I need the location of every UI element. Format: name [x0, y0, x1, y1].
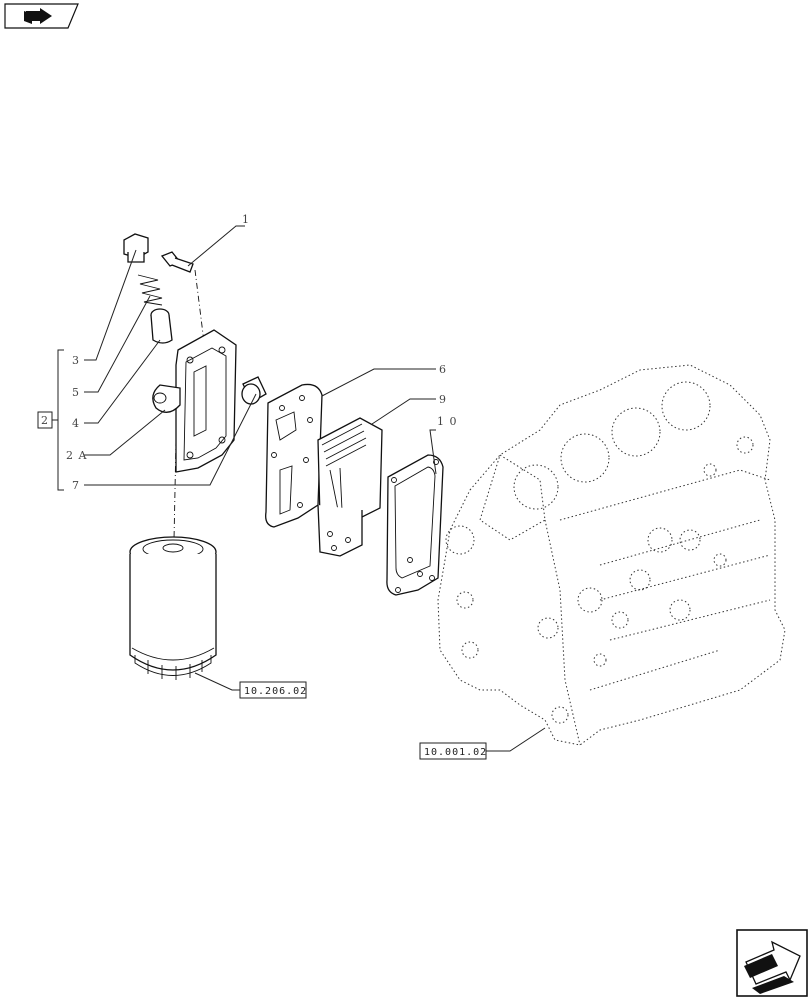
- oil-cooler-drawing: [317, 417, 383, 557]
- engine-block-reference[interactable]: 10.001.02: [419, 742, 487, 760]
- callout-5[interactable]: 5: [72, 386, 80, 399]
- book-arrow-icon[interactable]: [4, 3, 79, 29]
- leader-lines: [52, 225, 546, 752]
- spring-part: [137, 274, 163, 306]
- group-label-box[interactable]: 2: [37, 411, 53, 429]
- callout-2a[interactable]: 2 A: [66, 449, 87, 462]
- oil-filter-drawing: [129, 536, 217, 680]
- oil-filter-reference-label: 10.206.02: [244, 686, 307, 697]
- cooler-housing-drawing: [152, 329, 237, 473]
- next-page-arrow-icon[interactable]: [736, 929, 808, 997]
- callout-9[interactable]: 9: [439, 393, 447, 406]
- engine-block-drawing: [437, 364, 786, 746]
- bolt-part: [160, 251, 194, 273]
- plug-part: [123, 233, 149, 263]
- callout-6[interactable]: 6: [439, 363, 447, 376]
- engine-block-reference-label: 10.001.02: [424, 747, 487, 758]
- group-label: 2: [41, 414, 49, 427]
- callout-4[interactable]: 4: [72, 417, 80, 430]
- oil-filter-reference[interactable]: 10.206.02: [239, 681, 307, 699]
- gasket-drawing: [265, 383, 323, 528]
- pipe-fitting-part: [241, 376, 267, 405]
- cooler-gasket-drawing: [386, 454, 444, 596]
- callout-3[interactable]: 3: [72, 354, 80, 367]
- valve-sleeve-part: [150, 308, 173, 344]
- callout-numbers: 1 3 5 4 2 A 7 6 9 1 0: [66, 213, 458, 492]
- callout-1[interactable]: 1: [242, 213, 250, 226]
- callout-7[interactable]: 7: [72, 479, 80, 492]
- callout-10[interactable]: 1 0: [437, 415, 458, 428]
